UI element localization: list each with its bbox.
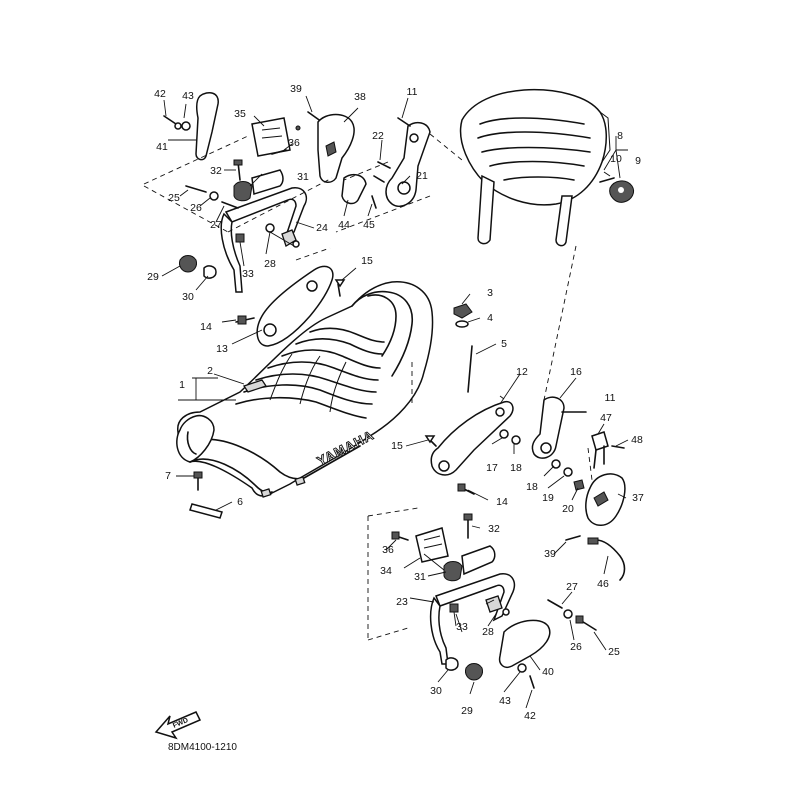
callout-18-lower: 18 (526, 481, 538, 493)
callout-28-upper: 28 (264, 258, 276, 270)
callout-2: 2 (207, 365, 213, 377)
callout-17: 17 (486, 462, 498, 474)
callout-40: 40 (542, 666, 554, 678)
callout-25-lower: 25 (608, 646, 620, 658)
callout-14-upper: 14 (200, 321, 212, 333)
callout-5: 5 (501, 338, 507, 350)
upper-left-grab-bar-group (163, 91, 377, 293)
callout-14-lower: 14 (496, 496, 508, 508)
callout-33-lower: 33 (456, 621, 468, 633)
callout-36-upper: 36 (288, 137, 300, 149)
callout-numbers: 1 2 3 4 5 6 7 8 9 10 11 11 12 13 14 14 1… (147, 83, 644, 722)
callout-32-upper: 32 (210, 165, 222, 177)
callout-39-lower: 39 (544, 548, 556, 560)
callout-43-lower: 43 (499, 695, 511, 707)
callout-18-upper: 18 (510, 462, 522, 474)
callout-31-lower: 31 (414, 571, 426, 583)
callout-35: 35 (234, 108, 246, 120)
callout-13: 13 (216, 343, 228, 355)
callout-34: 34 (380, 565, 392, 577)
callout-15-lower: 15 (391, 440, 403, 452)
callout-25-upper: 25 (168, 192, 180, 204)
callout-47: 47 (600, 412, 612, 424)
center-fastener-group (453, 303, 473, 393)
callout-39-upper: 39 (290, 83, 302, 95)
callout-31-upper: 31 (297, 171, 309, 183)
callout-28-lower: 28 (482, 626, 494, 638)
callout-10: 10 (610, 153, 622, 165)
callout-30-upper: 30 (182, 291, 194, 303)
callout-37: 37 (632, 492, 644, 504)
callout-22: 22 (372, 130, 384, 142)
seat-clip-group (189, 471, 223, 519)
callout-26-upper: 26 (190, 202, 202, 214)
callout-15-upper: 15 (361, 255, 373, 267)
callout-38: 38 (354, 91, 366, 103)
lower-right-bracket-group (424, 396, 626, 581)
callout-19: 19 (542, 492, 554, 504)
callout-29-lower: 29 (461, 705, 473, 717)
upper-hinge-group (373, 117, 431, 208)
callout-12: 12 (516, 366, 528, 378)
backrest-assembly (459, 88, 635, 247)
callout-11-upper: 11 (407, 86, 418, 98)
callout-36-lower: 36 (382, 544, 394, 556)
callout-26-lower: 26 (570, 641, 582, 653)
left-side-bracket-group (235, 265, 346, 347)
forward-direction-arrow: FWD (154, 711, 202, 740)
callout-27-lower: 27 (566, 581, 578, 593)
callout-4: 4 (487, 312, 493, 324)
drawing-code: 8DM4100-1210 (168, 742, 237, 753)
callout-7: 7 (165, 470, 171, 482)
callout-21: 21 (416, 170, 428, 182)
callout-6: 6 (237, 496, 243, 508)
callout-42-lower: 42 (524, 710, 536, 722)
callout-41: 41 (156, 141, 168, 153)
callout-48: 48 (631, 434, 643, 446)
callout-46: 46 (597, 578, 609, 590)
callout-30-lower: 30 (430, 685, 442, 697)
callout-3: 3 (487, 287, 493, 299)
callout-33-upper: 33 (242, 268, 254, 280)
callout-11-lower: 11 (605, 392, 616, 404)
callout-8: 8 (617, 130, 623, 142)
callout-45: 45 (363, 219, 375, 231)
callout-20: 20 (562, 503, 574, 515)
callout-43-upper: 43 (182, 90, 194, 102)
callout-32-lower: 32 (488, 523, 500, 535)
callout-16: 16 (570, 366, 582, 378)
callout-27-upper: 27 (210, 219, 222, 231)
callout-leader-lines (161, 95, 629, 709)
assembly-guide-lines (143, 133, 593, 641)
lower-center-grab-bar-group (391, 513, 597, 689)
callout-23: 23 (396, 596, 408, 608)
callout-42-upper: 42 (154, 88, 166, 100)
callout-29-upper: 29 (147, 271, 159, 283)
callout-24: 24 (316, 222, 328, 234)
callout-44: 44 (338, 219, 350, 231)
callout-1: 1 (179, 379, 185, 391)
callout-9: 9 (635, 155, 641, 167)
